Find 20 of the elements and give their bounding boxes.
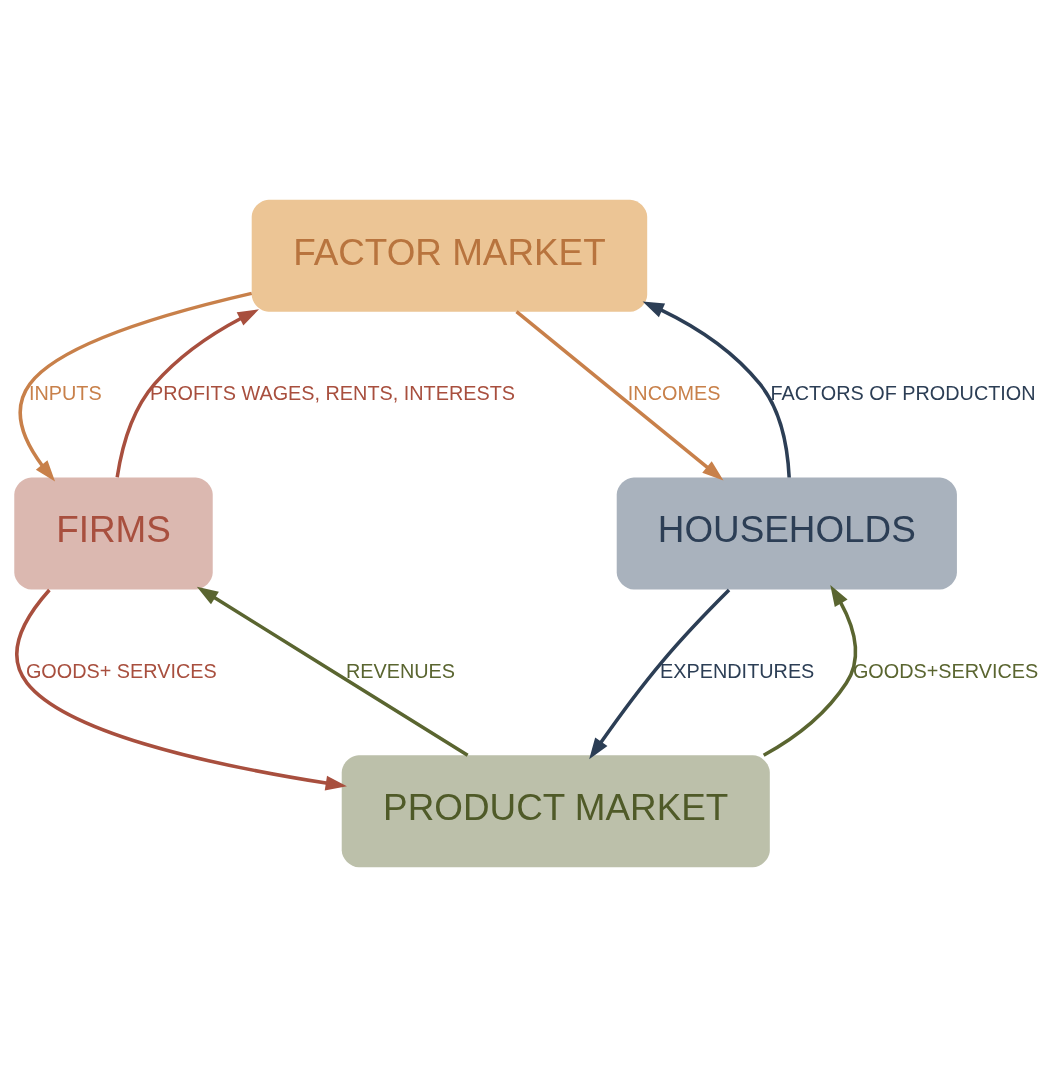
edge-label: GOODS+ SERVICES — [25, 659, 217, 682]
edge-label: INCOMES — [627, 381, 721, 404]
arrow — [15, 588, 347, 790]
edge-label: EXPENDITURES — [660, 659, 815, 682]
node-box: PRODUCT MARKET — [341, 754, 770, 867]
arrow — [642, 301, 791, 478]
arrow — [115, 308, 260, 478]
arrow — [762, 584, 858, 757]
arrow — [18, 291, 253, 481]
edge-label: FACTORS OF PRODUCTION — [770, 381, 1036, 404]
edge-label: GOODS+SERVICES — [852, 659, 1039, 682]
arrow — [589, 588, 731, 759]
edge-label: PROFITS WAGES, RENTS, INTERESTS — [149, 381, 516, 404]
node-box: FACTOR MARKET — [251, 199, 648, 312]
node-box: FIRMS — [14, 477, 213, 589]
edge-label: INPUTS — [28, 381, 102, 404]
edge-label: REVENUES — [346, 659, 456, 682]
arrow — [515, 309, 724, 480]
node-box: HOUSEHOLDS — [616, 477, 957, 589]
arrow — [196, 586, 469, 757]
